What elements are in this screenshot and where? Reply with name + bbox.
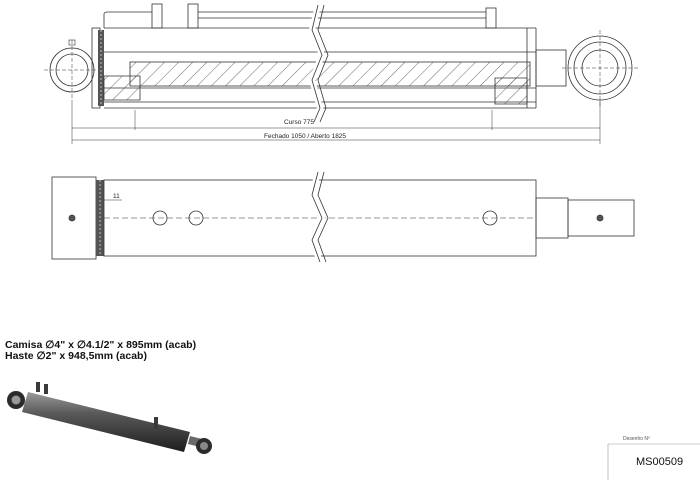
rod-eye-block (567, 199, 635, 237)
elevation-view (51, 171, 635, 264)
rod-end-extension (535, 49, 567, 87)
cylinder-render (7, 382, 212, 454)
drawing-number: MS00509 (636, 456, 684, 468)
left-clevis-eye (44, 39, 100, 100)
stroke-dimension: Curso 775 (284, 119, 314, 126)
overall-dimension: Fechado 1050 / Aberto 1825 (264, 133, 346, 140)
section-view (44, 3, 638, 144)
small-dimension: 11 (113, 193, 120, 200)
piston-rod-section (129, 61, 531, 87)
port-hole (152, 210, 168, 226)
spec-rod: Haste ∅2" x 948,5mm (acab) (5, 350, 147, 362)
port-hole (482, 210, 498, 226)
rod-end-block (535, 197, 569, 239)
spec-barrel: Camisa ∅4" x ∅4.1/2" x 895mm (acab) (5, 339, 197, 351)
port-pipes (103, 3, 497, 29)
drawing-number-label: Desenho Nº (623, 436, 650, 442)
right-clevis-eye (562, 30, 638, 106)
port-hole (188, 210, 204, 226)
